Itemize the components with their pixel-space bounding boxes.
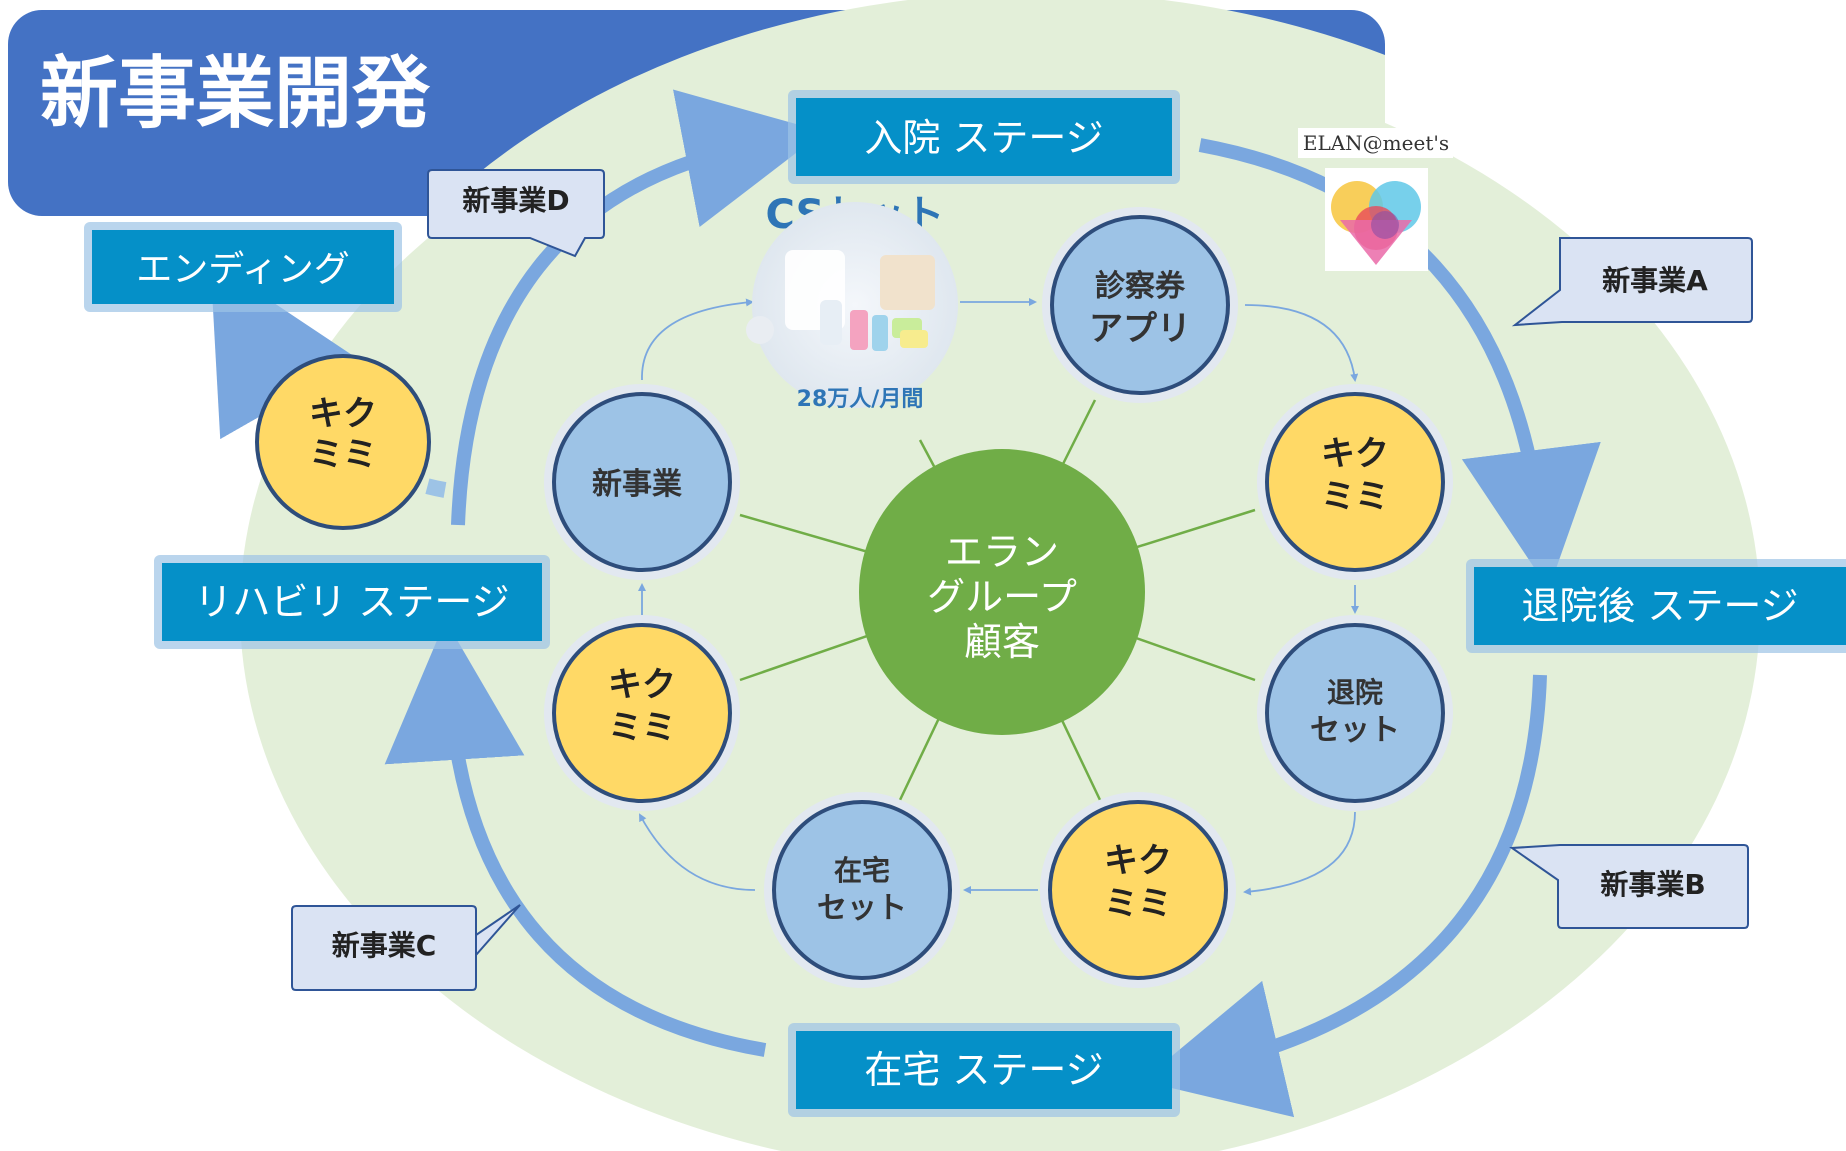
page-title: 新事業開発 (40, 49, 431, 139)
node-exam-app-label-2: アプリ (1089, 309, 1191, 349)
cs-set-stat: 28万人/月間 (797, 387, 924, 412)
center-customers: エラン グループ 顧客 (859, 449, 1145, 735)
node-kikumimi-right-label-1: キク (1321, 434, 1389, 474)
stage-post-discharge: 退院後 ステージ (1466, 559, 1846, 653)
callout-b-label: 新事業B (1600, 868, 1705, 901)
arrow-post-to-home (1141, 674, 1547, 1118)
callout-a-label: 新事業A (1602, 264, 1708, 297)
node-kikumimi-bottom-right-label-1: キク (1104, 841, 1172, 881)
elan-meets-badge: ELAN@meet's (1298, 128, 1453, 271)
node-kikumimi-bottom-right: キク ミミ (1040, 792, 1236, 988)
node-home-set: 在宅 セット (764, 792, 960, 988)
callout-new-business-a: 新事業A (1511, 237, 1753, 327)
arrow-admission-to-post (1198, 138, 1601, 590)
node-kikumimi-right: キク ミミ (1257, 384, 1453, 580)
node-kikumimi-left-label-1: キク (608, 665, 676, 705)
node-discharge-set-label-2: セット (1310, 713, 1400, 748)
callout-new-business-d: 新事業D (427, 169, 605, 258)
stage-rehab: リハビリ ステージ (154, 555, 550, 649)
node-exam-app-label-1: 診察券 (1095, 269, 1186, 304)
center-label-2: グループ (927, 575, 1077, 619)
node-home-set-label-1: 在宅 (834, 854, 890, 887)
outer-cycle-arrows (384, 89, 1601, 1118)
node-kikumimi-bottom-right-label-2: ミミ (1104, 884, 1172, 924)
stage-admission-label: 入院 ステージ (864, 116, 1103, 160)
stage-post-discharge-label: 退院後 ステージ (1521, 584, 1798, 628)
stage-ending: エンディング (84, 222, 402, 312)
stage-ending-label: エンディング (136, 249, 349, 290)
center-label-1: エラン (945, 530, 1059, 574)
node-kikumimi-outer-label-1: キク (309, 394, 377, 434)
node-kikumimi-right-label-2: ミミ (1321, 477, 1389, 517)
node-kikumimi-outer: キク ミミ (255, 354, 431, 530)
stage-home-label: 在宅 ステージ (864, 1048, 1103, 1092)
node-new-business: 新事業 (544, 384, 740, 580)
callout-c-label: 新事業C (332, 929, 437, 962)
callout-new-business-c: 新事業C (291, 904, 521, 991)
inner-cycle-arrows (638, 298, 1359, 896)
node-exam-app: 診察券 アプリ (1042, 207, 1238, 403)
node-kikumimi-left-label-2: ミミ (608, 708, 676, 748)
center-label-3: 顧客 (964, 620, 1040, 664)
node-kikumimi-left: キク ミミ (544, 615, 740, 811)
node-discharge-set-label-1: 退院 (1327, 676, 1383, 709)
elan-meets-label: ELAN@meet's (1303, 131, 1449, 155)
arrow-home-to-rehab (384, 620, 767, 1057)
cs-set-image (746, 202, 958, 408)
arrow-rehab-to-admission (451, 89, 824, 526)
stage-admission: 入院 ステージ (788, 90, 1180, 184)
node-new-business-label: 新事業 (592, 467, 682, 502)
cs-set: CSセット 28万人/月間 (746, 192, 958, 412)
node-discharge-set: 退院 セット (1257, 615, 1453, 811)
stage-home: 在宅 ステージ (788, 1023, 1180, 1117)
callout-new-business-b: 新事業B (1509, 844, 1749, 929)
heart-logo-icon (1331, 181, 1421, 265)
node-kikumimi-outer-label-2: ミミ (309, 435, 377, 475)
callout-d-label: 新事業D (462, 184, 569, 217)
node-home-set-label-2: セット (817, 891, 907, 926)
stage-rehab-label: リハビリ ステージ (194, 580, 509, 624)
